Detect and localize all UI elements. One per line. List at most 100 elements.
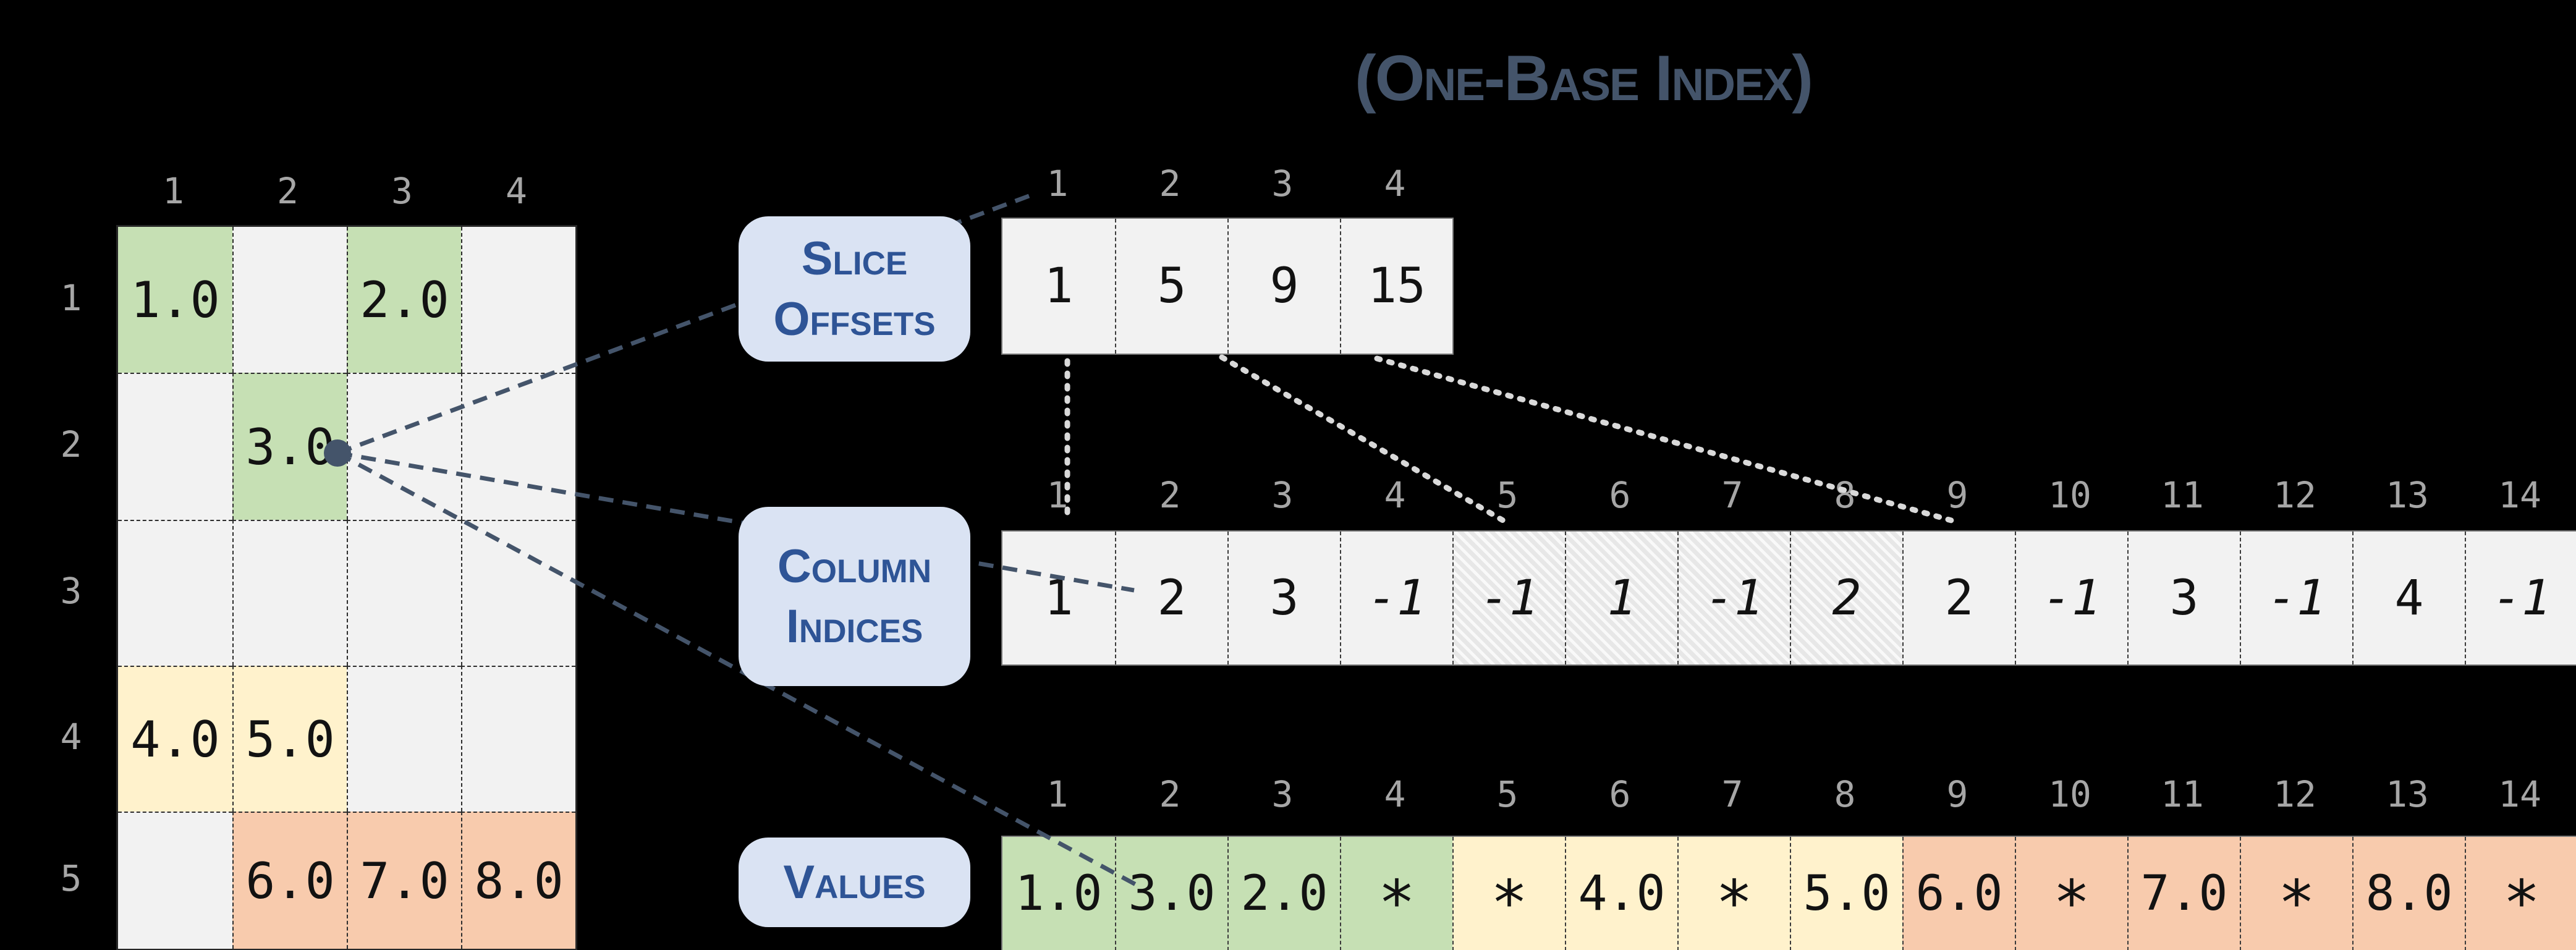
values-cell: 8.0 [2352,837,2465,950]
column-indices-label: Column Indices [739,507,970,686]
matrix-cell: 7.0 [347,812,461,949]
values-cell: 5.0 [1790,837,1902,950]
values-index-header: 6 [1609,773,1631,815]
values-cell: * [2465,837,2576,950]
matrix-row-header: 3 [60,570,82,612]
column-indices-cell: 3 [2127,532,2240,664]
values-index-header: 1 [1046,773,1069,815]
column-indices-index-header: 4 [1384,474,1406,516]
matrix-cell: 1.0 [118,227,232,373]
slice-offsets-index-header: 2 [1159,163,1181,205]
asterisk-placeholder: * [2053,866,2091,939]
values-cell: 4.0 [1565,837,1677,950]
values-cell: 3.0 [1115,837,1227,950]
values-label: Values [739,838,970,927]
column-indices-index-header: 13 [2386,474,2429,516]
values-cell: 2.0 [1227,837,1340,950]
matrix-col-header: 2 [277,170,299,212]
asterisk-placeholder: * [1490,866,1528,939]
slice-offsets-cell: 1 [1002,219,1115,354]
column-indices-index-header: 5 [1496,474,1519,516]
matrix-col-header: 4 [506,170,527,212]
matrix-cell [461,227,575,373]
values-index-header: 9 [1946,773,1968,815]
values-index-header: 13 [2386,773,2429,815]
matrix-cell [461,666,575,812]
slice-offsets-cell: 15 [1340,219,1452,354]
matrix-cell: 2.0 [347,227,461,373]
values-index-header: 11 [2161,773,2204,815]
matrix-cell: 6.0 [232,812,347,949]
column-indices-index-header: 2 [1159,474,1181,516]
column-indices-index-header: 6 [1609,474,1631,516]
values-index-header: 3 [1271,773,1294,815]
asterisk-placeholder: * [2277,866,2316,939]
asterisk-placeholder: * [1715,866,1753,939]
values-cell: * [1340,837,1452,950]
column-indices-cell: 2 [1790,532,1902,664]
matrix-row-header: 5 [60,857,82,899]
values-cell: * [2015,837,2127,950]
slice-offsets-index-header: 4 [1384,163,1406,205]
highlight-dot [324,439,351,467]
slice-offsets-label-line1: Slice [801,232,908,286]
values-label-text: Values [783,855,926,909]
matrix-cell [461,520,575,666]
column-indices-index-header: 11 [2161,474,2204,516]
column-indices-cell: 2 [1115,532,1227,664]
matrix-col-header: 3 [391,170,413,212]
values-index-header: 12 [2273,773,2316,815]
slice-offsets-cell: 9 [1227,219,1340,354]
column-indices-cell: -1 [1452,532,1565,664]
dashed-link-to-column-indices [337,451,1135,593]
column-indices-cell: -1 [2240,532,2352,664]
dotted-guide-offset-9 [1374,355,1961,525]
column-indices-label-line1: Column [777,540,932,593]
matrix-cell [232,520,347,666]
column-indices-cell: -1 [2015,532,2127,664]
values-index-header: 2 [1159,773,1181,815]
column-indices-cell: 1 [1002,532,1115,664]
matrix-cell [347,666,461,812]
column-indices-index-header: 9 [1946,474,1968,516]
matrix-row-header: 4 [60,716,82,758]
matrix-cell [118,520,232,666]
asterisk-placeholder: * [1378,866,1416,939]
matrix-cell [347,520,461,666]
matrix-cell [232,227,347,373]
page-title: (One-Base Index) [1354,43,1813,114]
matrix-cell [118,812,232,949]
column-indices-index-header: 10 [2048,474,2091,516]
values-cell: 1.0 [1002,837,1115,950]
column-indices-cell: 3 [1227,532,1340,664]
values-index-header: 14 [2498,773,2541,815]
values-index-header: 4 [1384,773,1406,815]
slice-offsets-cell: 5 [1115,219,1227,354]
column-indices-cell: 1 [1565,532,1677,664]
matrix-row-header: 2 [60,423,82,465]
matrix-col-header: 1 [163,170,184,212]
column-indices-index-header: 3 [1271,474,1294,516]
dotted-guide-offset-5 [1219,354,1506,524]
column-indices-cell: -1 [1677,532,1790,664]
matrix-cell: 5.0 [232,666,347,812]
column-indices-cell: -1 [1340,532,1452,664]
column-indices-cell: 4 [2352,532,2465,664]
matrix-row-header: 1 [60,277,82,319]
dashed-link-to-values [336,451,1142,889]
values-cell: * [2240,837,2352,950]
column-indices-cell: -1 [2465,532,2576,664]
slice-offsets-label: Slice Offsets [739,216,970,362]
values-index-header: 10 [2048,773,2091,815]
values-index-header: 5 [1496,773,1519,815]
matrix-cell: 8.0 [461,812,575,949]
values-index-header: 8 [1834,773,1856,815]
column-indices-index-header: 14 [2498,474,2541,516]
matrix-cell: 4.0 [118,666,232,812]
